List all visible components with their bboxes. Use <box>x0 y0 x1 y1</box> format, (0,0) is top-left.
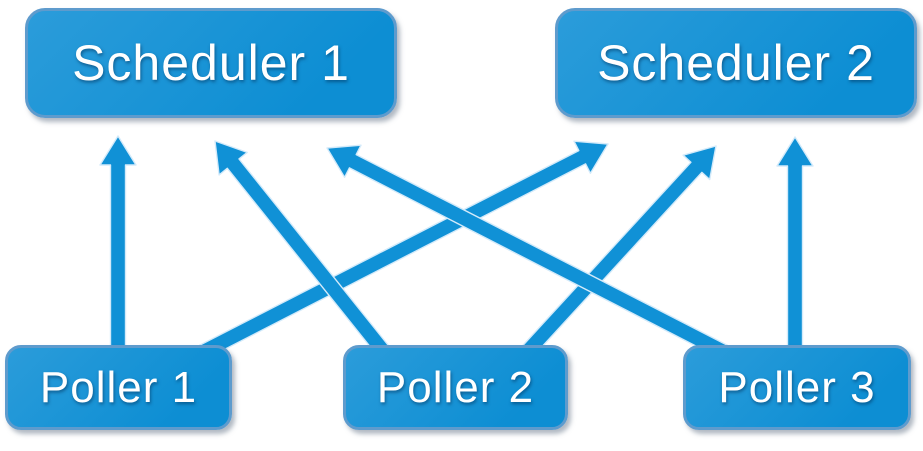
scheduler-2-label: Scheduler 2 <box>597 35 875 91</box>
poller-1-label: Poller 1 <box>39 362 198 412</box>
arrow-poller-1-to-scheduler-2 <box>198 140 609 360</box>
poller-2-node: Poller 2 <box>343 345 568 430</box>
arrow-poller-3-to-scheduler-1 <box>326 144 729 360</box>
poller-3-label: Poller 3 <box>718 362 876 412</box>
scheduler-2-node: Scheduler 2 <box>555 8 917 118</box>
arrow-poller-3-to-scheduler-2 <box>776 136 814 353</box>
arrow-poller-2-to-scheduler-1 <box>214 140 391 358</box>
poller-2-label: Poller 2 <box>376 362 535 412</box>
poller-3-node: Poller 3 <box>683 345 911 430</box>
arrow-poller-2-to-scheduler-2 <box>520 145 717 358</box>
arrow-poller-1-to-scheduler-1 <box>99 135 137 353</box>
poller-1-node: Poller 1 <box>5 345 232 430</box>
scheduler-1-node: Scheduler 1 <box>25 8 397 118</box>
scheduler-1-label: Scheduler 1 <box>72 35 350 91</box>
